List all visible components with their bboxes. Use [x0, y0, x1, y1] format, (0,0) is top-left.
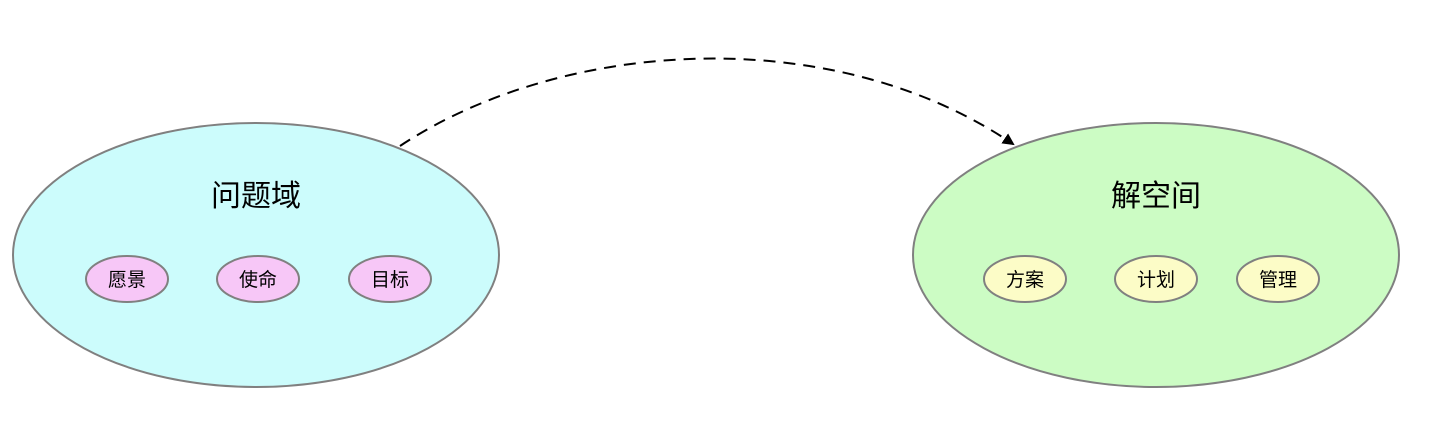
solution-item-management-label: 管理	[1259, 269, 1297, 291]
problem-item-vision-ellipse	[85, 255, 169, 303]
dashed-arrow-connector	[399, 57, 1015, 147]
solution-item-management-ellipse	[1236, 255, 1320, 303]
problem-item-goal-ellipse	[348, 255, 432, 303]
problem-domain-cluster: 问题域 愿景 使命 目标	[12, 122, 500, 388]
problem-item-mission-label: 使命	[239, 269, 277, 291]
solution-item-plan-ellipse	[983, 255, 1067, 303]
solution-space-title: 解空间	[1111, 179, 1201, 214]
problem-domain-ellipse	[12, 122, 500, 388]
problem-item-mission-ellipse	[216, 255, 300, 303]
solution-item-plan-label: 方案	[1006, 269, 1044, 291]
solution-item-schedule-ellipse	[1114, 255, 1198, 303]
solution-item-schedule-label: 计划	[1137, 269, 1175, 291]
problem-domain-title: 问题域	[211, 179, 301, 214]
problem-item-vision-label: 愿景	[108, 269, 146, 291]
solution-space-cluster: 解空间 方案 计划 管理	[912, 122, 1400, 388]
problem-item-goal-label: 目标	[371, 269, 409, 291]
